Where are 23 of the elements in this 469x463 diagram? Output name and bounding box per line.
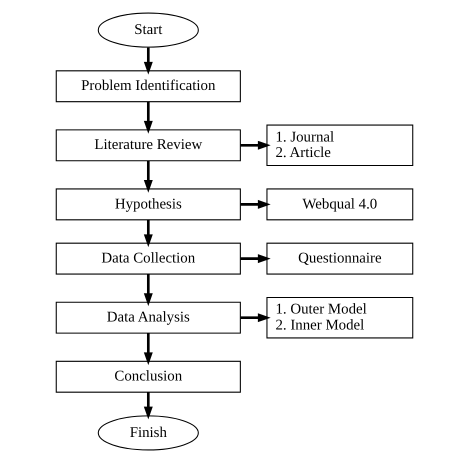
arrow — [144, 160, 153, 193]
node-box: 1. Outer Model 2. Inner Model — [266, 296, 414, 338]
node-box: Data Analysis — [56, 302, 241, 334]
node-box: Conclusion — [56, 360, 241, 393]
arrow — [144, 392, 153, 420]
arrow — [144, 220, 153, 248]
node-box: Questionnaire — [266, 242, 414, 275]
node-box: 1. Journal 2. Article — [266, 124, 414, 166]
node-box: Problem Identification — [56, 70, 241, 102]
node-box: Literature Review — [56, 129, 241, 162]
arrow — [240, 200, 271, 209]
arrow — [144, 333, 153, 366]
arrow — [240, 140, 271, 150]
node-box: Webqual 4.0 — [266, 188, 414, 220]
arrow — [144, 274, 153, 306]
node-ellipse: Finish — [98, 415, 199, 450]
arrow — [240, 254, 271, 264]
node-box: Hypothesis — [56, 188, 241, 220]
node-ellipse: Start — [98, 12, 199, 48]
arrow — [144, 48, 153, 75]
arrow — [144, 102, 153, 134]
arrow — [240, 313, 271, 322]
node-box: Data Collection — [56, 242, 241, 275]
